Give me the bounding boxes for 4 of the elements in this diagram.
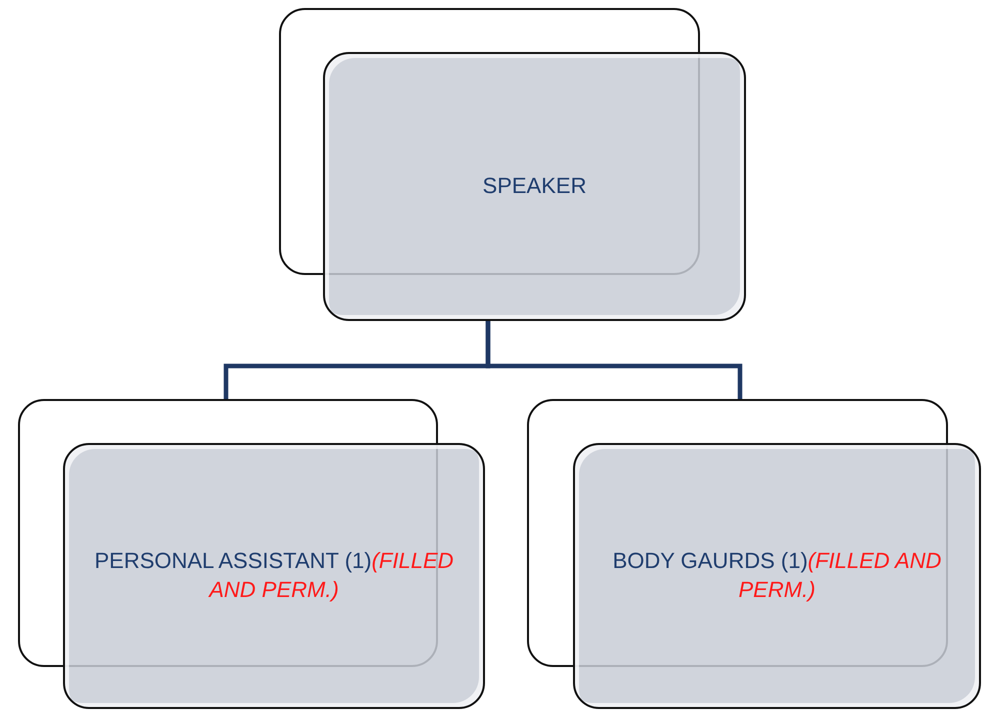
position-title: BODY GAURDS (1)(FILLED AND PERM.) [612,547,942,604]
position-title: PERSONAL ASSISTANT (1)(FILLED AND PERM.) [93,547,455,604]
connector-line [486,321,742,399]
position-title: SPEAKER [482,172,588,200]
